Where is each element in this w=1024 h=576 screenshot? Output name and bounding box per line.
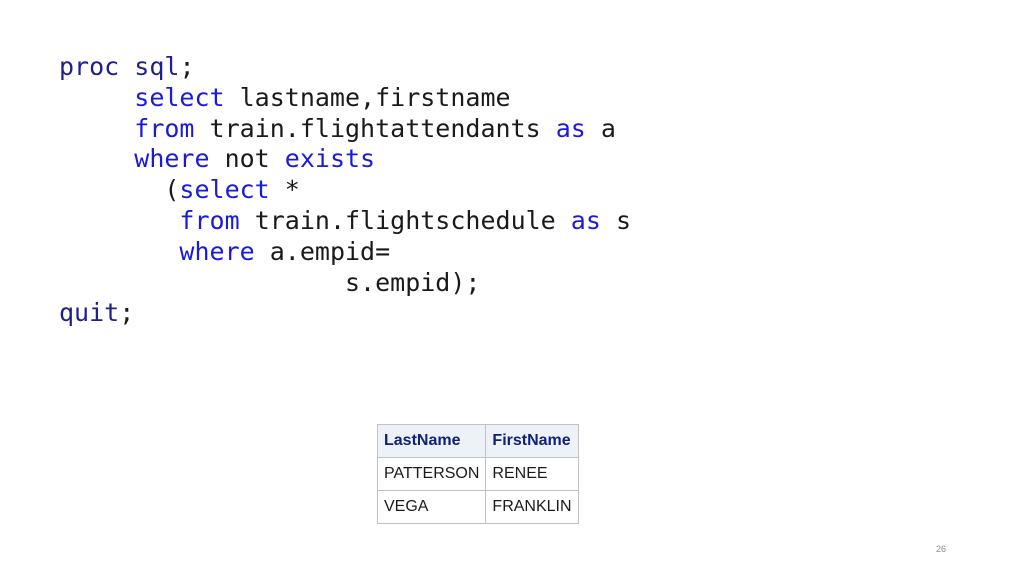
- code-line-9: quit;: [59, 298, 631, 329]
- code-keyword-select: select: [134, 82, 225, 112]
- code-indent: [59, 206, 179, 235]
- code-paren: (: [164, 175, 180, 205]
- code-line-2: select lastname,firstname: [59, 83, 631, 114]
- code-text: s: [600, 205, 631, 235]
- code-line-7: where a.empid=: [59, 237, 631, 268]
- code-text: a: [585, 113, 616, 143]
- code-line-5: (select *: [59, 175, 631, 206]
- column-header-lastname: LastName: [376, 424, 487, 458]
- code-text: a.empid=: [254, 236, 391, 266]
- code-punct: ;: [119, 298, 135, 328]
- query-result-table: LastName FirstName PATTERSON RENEE VEGA …: [376, 424, 579, 524]
- code-space: [119, 52, 134, 81]
- table-header-row: LastName FirstName: [376, 424, 579, 458]
- table-cell-lastname: VEGA: [376, 490, 487, 524]
- code-keyword-from: from: [134, 113, 195, 143]
- code-text: s.empid);: [344, 267, 481, 297]
- code-keyword-exists: exists: [284, 144, 376, 174]
- sql-code-block: proc sql; select lastname,firstname from…: [59, 52, 631, 329]
- table-cell-lastname: PATTERSON: [376, 457, 487, 491]
- code-punct: ;: [179, 52, 195, 81]
- code-keyword-as: as: [555, 113, 586, 143]
- code-keyword-sql: sql: [134, 52, 180, 81]
- code-text: not: [209, 144, 285, 174]
- code-keyword-as: as: [570, 205, 601, 235]
- table-row: VEGA FRANKLIN: [376, 490, 579, 524]
- code-line-6: from train.flightschedule as s: [59, 206, 631, 237]
- code-keyword-proc: proc: [59, 52, 120, 81]
- table-cell-firstname: FRANKLIN: [485, 490, 579, 524]
- code-line-4: where not exists: [59, 144, 631, 175]
- code-keyword-from: from: [179, 205, 240, 235]
- code-keyword-where: where: [179, 236, 255, 266]
- code-line-1: proc sql;: [59, 52, 631, 83]
- code-keyword-select: select: [179, 175, 270, 205]
- code-text: train.flightattendants: [194, 113, 556, 143]
- code-text: train.flightschedule: [239, 205, 571, 235]
- code-indent: [59, 175, 164, 204]
- code-indent: [59, 83, 134, 112]
- code-keyword-quit: quit: [59, 298, 120, 328]
- code-line-8: s.empid);: [59, 268, 631, 299]
- table-cell-firstname: RENEE: [485, 457, 579, 491]
- code-indent: [59, 144, 134, 173]
- slide-page-number: 26: [935, 544, 946, 554]
- code-indent: [59, 114, 134, 143]
- code-indent: [59, 268, 345, 297]
- column-header-firstname: FirstName: [485, 424, 579, 458]
- code-keyword-where: where: [134, 144, 210, 174]
- code-text: lastname,firstname: [224, 82, 511, 112]
- table-row: PATTERSON RENEE: [376, 457, 579, 491]
- code-line-3: from train.flightattendants as a: [59, 114, 631, 145]
- code-text: *: [269, 175, 300, 205]
- code-indent: [59, 237, 179, 266]
